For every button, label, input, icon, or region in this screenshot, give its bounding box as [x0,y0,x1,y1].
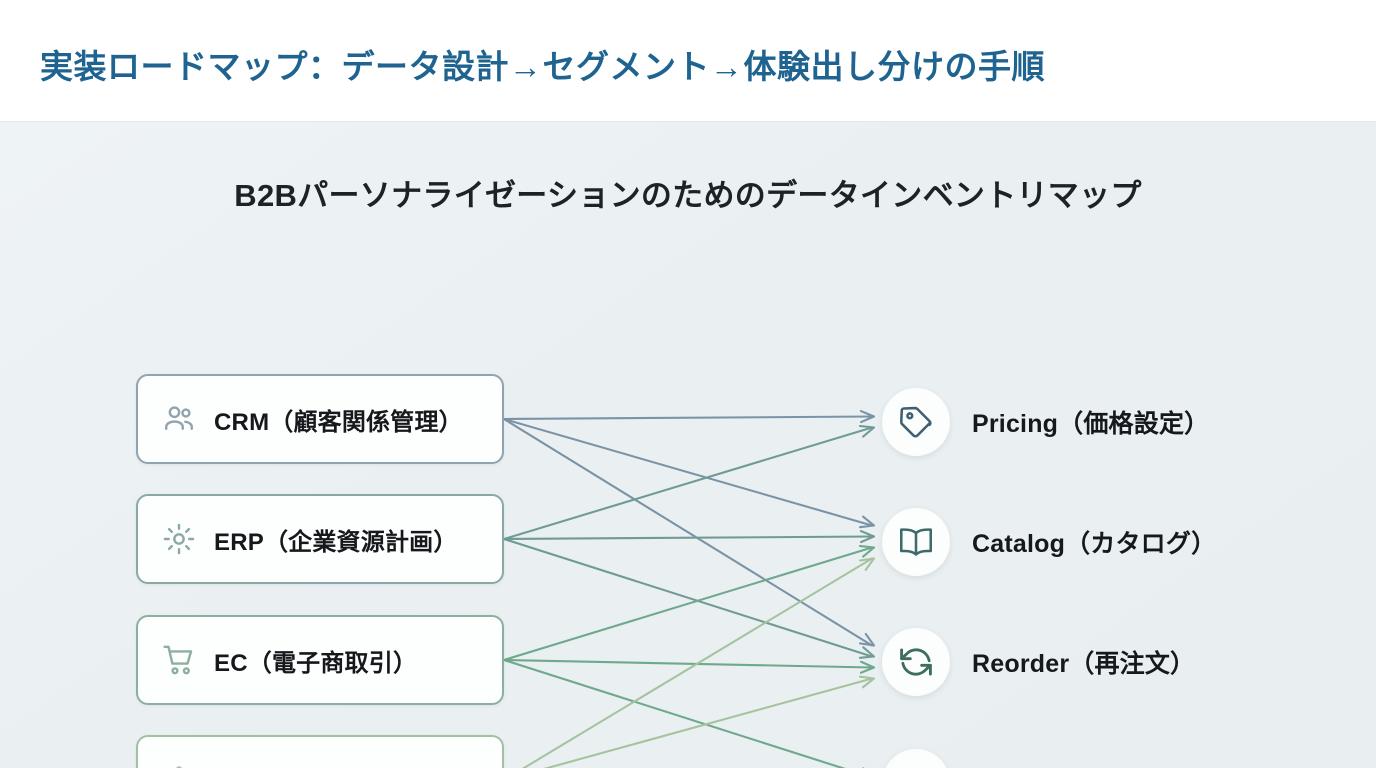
edge-crm-to-reorder [502,417,876,647]
open-book-icon [882,508,950,576]
cart-icon [160,641,198,679]
target-node-terms[interactable]: Terms（取引条件） [882,747,1197,768]
refresh-icon [882,628,950,696]
target-node-reorder[interactable]: Reorder（再注文） [882,626,1195,698]
edge-ec-to-catalog [502,544,876,662]
edge-erp-to-catalog [502,530,876,544]
edge-erp-to-pricing [502,424,876,541]
source-node-label: 在庫（Inventory） [214,763,421,768]
source-node-label: CRM（顧客関係管理） [214,408,463,436]
source-node-inventory[interactable]: 在庫（Inventory） [136,735,504,768]
gear-icon [160,520,198,558]
warehouse-icon [160,761,198,768]
edge-ec-to-reorder [502,658,876,674]
target-node-catalog[interactable]: Catalog（カタログ） [882,506,1216,578]
source-node-label: EC（電子商取引） [214,649,418,677]
edge-ec-to-terms [502,658,876,768]
source-node-ec[interactable]: EC（電子商取引） [136,615,504,705]
price-tag-icon [882,388,950,456]
edge-erp-to-reorder [502,537,876,659]
handshake-icon [882,749,950,768]
page-title: 実装ロードマップ：データ設計→セグメント→体験出し分けの手順 [40,48,1045,85]
slide-header: 実装ロードマップ：データ設計→セグメント→体験出し分けの手順 [0,0,1376,122]
target-node-pricing[interactable]: Pricing（価格設定） [882,386,1209,458]
edge-crm-to-pricing [502,410,876,424]
target-node-label: Reorder（再注文） [972,650,1196,678]
source-node-erp[interactable]: ERP（企業資源計画） [136,494,504,584]
edge-crm-to-catalog [502,417,876,529]
diagram-title: B2Bパーソナライゼーションのためのデータインベントリマップ [234,178,1142,213]
edge-inventory-to-reorder [543,675,876,768]
source-node-crm[interactable]: CRM（顧客関係管理） [136,374,504,464]
edge-inventory-to-catalog [521,557,876,768]
target-node-label: Catalog（カタログ） [972,530,1217,558]
diagram-area: B2Bパーソナライゼーションのためのデータインベントリマップ CRM（顧客関係管… [0,122,1376,768]
users-icon [160,400,198,438]
source-node-label: ERP（企業資源計画） [214,528,458,556]
target-node-label: Pricing（価格設定） [972,410,1210,438]
